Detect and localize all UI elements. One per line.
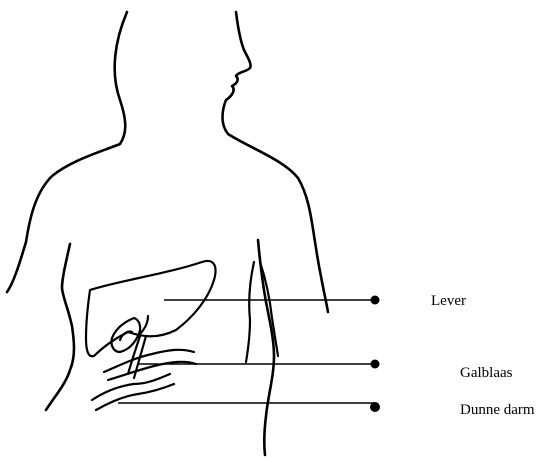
leader-dot-small-intestine [370, 402, 380, 412]
left-arm-inner-outline [46, 244, 74, 410]
head-back-outline [7, 12, 127, 292]
label-gallbladder: Galblaas [460, 365, 513, 381]
body-midline [258, 240, 274, 455]
leader-gallbladder [138, 360, 380, 369]
label-liver: Lever [431, 293, 466, 309]
leader-small-intestine [118, 402, 380, 412]
leader-dot-liver [371, 296, 380, 305]
small-intestine-shape [92, 350, 196, 410]
leader-dot-gallbladder [371, 360, 380, 369]
body-outline [7, 12, 328, 455]
leader-liver [164, 296, 380, 305]
liver-shape [86, 261, 216, 356]
label-small-intestine: Dunne darm [460, 402, 535, 418]
face-front-outline [223, 12, 329, 312]
